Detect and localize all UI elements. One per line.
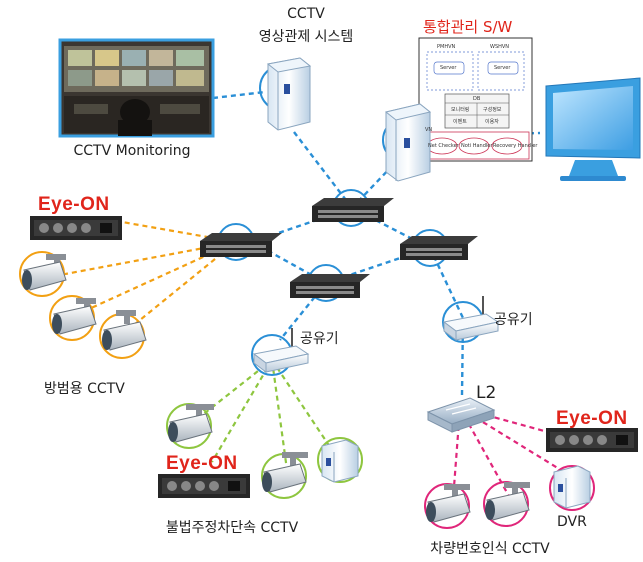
sw-noti-handler: Noti Handler [461,143,493,149]
link-plate-nvr [459,406,549,434]
sw-net-checker: Net Checker [428,143,459,149]
sw-db-item: 이벤트 [453,119,467,125]
nvr-top-icon [30,216,122,240]
core-switch [312,189,394,227]
crime-prevention-label: 방범용 CCTV [44,381,125,397]
nvr-right-icon [546,428,638,452]
router-left-icon [251,328,310,376]
router-right-label: 공유기 [494,312,533,328]
nvr-top-brand: Eye-ON [38,194,110,215]
plate-recognition-label: 차량번호인식 CCTV [430,541,550,557]
switch-middle [290,264,370,302]
dvr-parking [317,437,363,483]
link-server-switch [293,131,353,209]
camera-crime-1 [19,251,67,297]
link-park-cam-2 [270,359,289,471]
switch-right [400,229,478,267]
camera-plate-2 [483,481,530,527]
switch-left [200,223,282,261]
sw-db-item: 이용자 [485,119,499,125]
cctv-server-icon [259,57,312,131]
camera-plate-1 [424,483,471,529]
sw-left-box-label: PMHVN [437,44,456,50]
l2-switch-label: L2 [476,383,497,403]
sw-server-right: Server [494,65,511,71]
dvr-plate-icon [549,465,595,511]
sw-right-box-label: WSHVN [490,44,510,50]
nvr-right-brand: Eye-ON [556,408,628,429]
sw-recovery-handler: Recovery Handler [493,143,538,149]
cctv-server-label-line2: 영상관제 시스템 [258,29,354,45]
sw-db-item: 구성정보 [483,107,502,113]
management-server-icon [382,103,432,182]
link-cam-3 [123,241,237,334]
dvr-label: DVR [557,514,587,530]
link-park-nvr [211,359,273,463]
integrated-sw-panel [418,37,533,162]
cctv-server-label-line1: CCTV [287,6,325,22]
sw-server-left: Server [440,65,457,71]
sw-db-label: DB [473,96,481,102]
nvr-middle-icon [158,474,250,498]
nvr-middle-brand: Eye-ON [166,453,238,474]
router-left-label: 공유기 [300,331,339,347]
camera-crime-2 [49,295,97,341]
camera-crime-3 [99,310,147,359]
illegal-parking-label: 불법주정차단속 CCTV [165,520,299,536]
router-right-icon [442,296,500,343]
monitoring-label: CCTV Monitoring [73,143,191,159]
l2-switch-icon [426,397,496,433]
link-monitor-server [212,90,266,100]
integrated-sw-label: 통합관리 S/W [423,18,513,36]
monitor-icon [545,77,641,181]
link-park-dvr [271,359,333,451]
monitoring-photo [58,38,215,138]
camera-parking-1 [166,403,214,449]
link-park-cam-1 [195,359,273,421]
sw-vn-label: VN [425,127,433,133]
parking-links [195,359,333,471]
camera-parking-2 [261,452,308,499]
sw-db-item: 모니터링 [451,107,470,113]
